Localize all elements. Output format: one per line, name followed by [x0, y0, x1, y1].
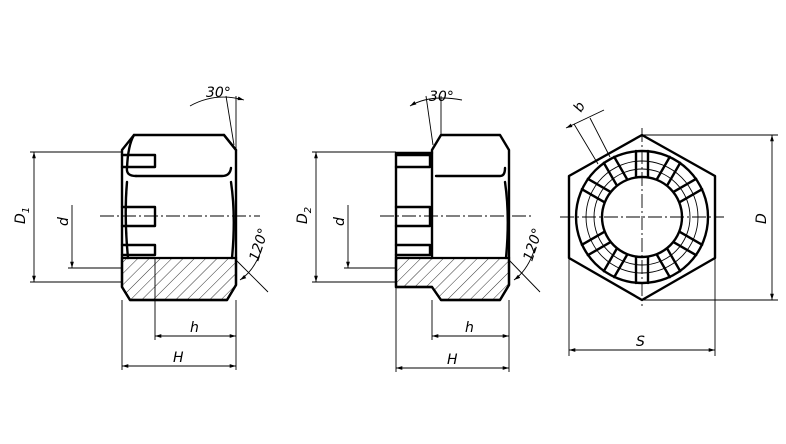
label-angle-30: 30° — [206, 85, 231, 101]
radial-slots — [580, 149, 704, 285]
right-arc-2 — [503, 180, 509, 260]
section-hatch — [120, 256, 238, 302]
label-S: S — [636, 334, 645, 350]
label-angle-120: 120° — [247, 226, 273, 263]
slot-mid — [120, 205, 157, 228]
label-d1: D1 — [13, 207, 32, 224]
view-castle-nut-side: D1 d h H 30° 120° — [13, 85, 272, 370]
slot-top — [120, 153, 157, 169]
label-H-2: H — [447, 352, 458, 368]
slot-bottom — [120, 243, 157, 257]
dim-b — [565, 109, 605, 129]
label-D: D — [754, 213, 770, 224]
label-h: h — [190, 320, 199, 336]
angle-30-arc-2 — [409, 97, 463, 107]
lower-arc — [124, 180, 130, 260]
slot-bottom-2 — [394, 243, 432, 257]
view-castle-nut-top: b D S — [560, 99, 778, 356]
label-d2: D2 — [295, 207, 314, 224]
body-line — [134, 166, 233, 178]
angle-120-arc — [239, 247, 263, 281]
crown-curve — [222, 133, 238, 152]
label-b: b — [571, 99, 589, 115]
body-line-2 — [434, 166, 507, 178]
label-h-2: h — [465, 320, 474, 336]
label-d: d — [56, 217, 72, 226]
view-castle-nut-low-side: D2 d h H 30° 120° — [295, 89, 546, 372]
angle-30-arc — [189, 96, 245, 107]
slot-top-2 — [394, 153, 432, 169]
label-d-2: d — [332, 217, 348, 226]
angle-120-arc-2 — [513, 247, 536, 281]
section-hatch-2 — [394, 256, 511, 302]
label-angle-30-2: 30° — [429, 89, 454, 105]
right-arc — [229, 180, 235, 260]
label-angle-120-2: 120° — [521, 226, 547, 263]
label-H: H — [173, 350, 184, 366]
slot-mid-2 — [394, 205, 432, 228]
